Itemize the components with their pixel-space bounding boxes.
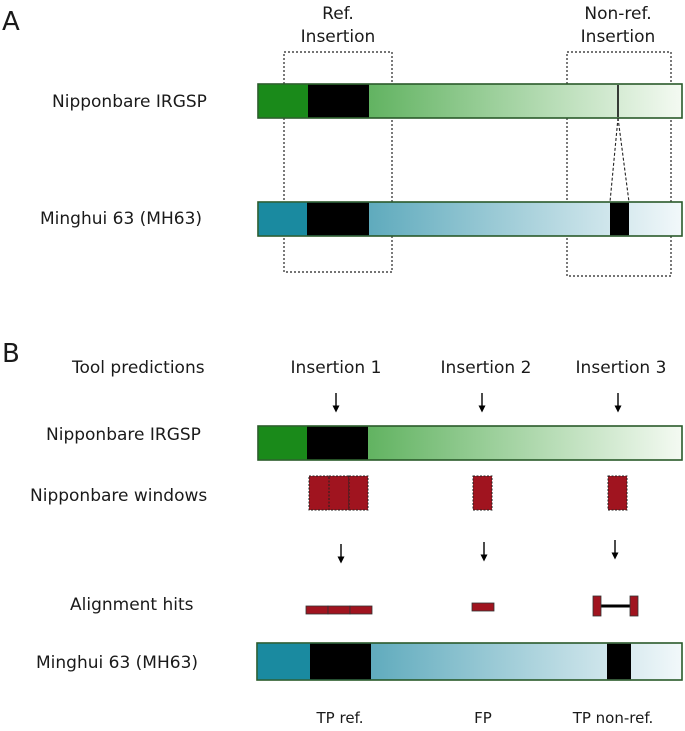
- ref-insertion-label-line2: Insertion: [301, 27, 376, 47]
- panel-b-minghui-nonref-insertion-block: [607, 643, 631, 680]
- window-1b: [328, 475, 350, 511]
- nonref-connector-right: [617, 117, 630, 203]
- panel-b-minghui-label: Minghui 63 (MH63): [36, 653, 198, 673]
- panel-b-minghui-solid-segment: [257, 643, 311, 680]
- outcome-insertion-2: FP: [474, 709, 492, 727]
- ref-insertion-label-line1: Ref.: [322, 4, 354, 24]
- panel-b: B Tool predictions Insertion 1 Insertion…: [2, 339, 683, 727]
- alignment-hits-label: Alignment hits: [70, 595, 194, 615]
- nonref-insertion-label-line2: Insertion: [581, 27, 656, 47]
- panel-a-letter: A: [2, 7, 20, 37]
- nonref-insertion-box: [566, 51, 672, 277]
- outcome-insertion-1: TP ref.: [316, 709, 364, 727]
- panel-a: A Ref. Insertion Non-ref. Insertion Nipp…: [2, 4, 683, 277]
- panel-b-nipponbare-ref-insertion-block: [307, 426, 368, 460]
- panel-b-nipponbare-label: Nipponbare IRGSP: [46, 425, 201, 445]
- panel-b-minghui-ref-insertion-block: [310, 643, 371, 680]
- alignment-hit-insertion-3: [592, 595, 639, 617]
- panel-a-minghui-label: Minghui 63 (MH63): [40, 209, 202, 229]
- insertion-1-label: Insertion 1: [291, 358, 382, 378]
- nonref-insertion-label-line1: Non-ref.: [584, 4, 651, 24]
- window-insertion-2: [472, 475, 493, 511]
- window-1c: [348, 475, 369, 511]
- nipponbare-solid-segment: [258, 84, 309, 118]
- insertion-2-label: Insertion 2: [441, 358, 532, 378]
- minghui-solid-segment: [258, 202, 308, 236]
- window-1a: [308, 475, 330, 511]
- nipponbare-windows-label: Nipponbare windows: [30, 486, 207, 506]
- alignment-hit-insertion-2: [471, 602, 495, 612]
- panel-b-nipponbare-solid-segment: [258, 426, 308, 460]
- minghui-ref-insertion-block: [307, 202, 369, 236]
- panel-a-minghui-track: [257, 201, 683, 237]
- nonref-connector-left: [609, 117, 619, 203]
- panel-b-nipponbare-track: [257, 425, 683, 461]
- window-insertion-3: [607, 475, 628, 511]
- tool-predictions-label: Tool predictions: [71, 358, 205, 378]
- panel-a-nipponbare-label: Nipponbare IRGSP: [52, 92, 207, 112]
- panel-a-nipponbare-track: [257, 83, 683, 119]
- minghui-nonref-insertion-block: [610, 202, 629, 236]
- panel-b-minghui-track: [256, 642, 683, 681]
- panel-b-letter: B: [2, 339, 20, 369]
- alignment-hit-insertion-1: [305, 605, 373, 615]
- insertion-3-label: Insertion 3: [576, 358, 667, 378]
- outcome-insertion-3: TP non-ref.: [572, 709, 654, 727]
- window-group-insertion-1: [308, 475, 369, 511]
- ref-insertion-box: [283, 51, 393, 273]
- nipponbare-ref-insertion-block: [308, 84, 369, 118]
